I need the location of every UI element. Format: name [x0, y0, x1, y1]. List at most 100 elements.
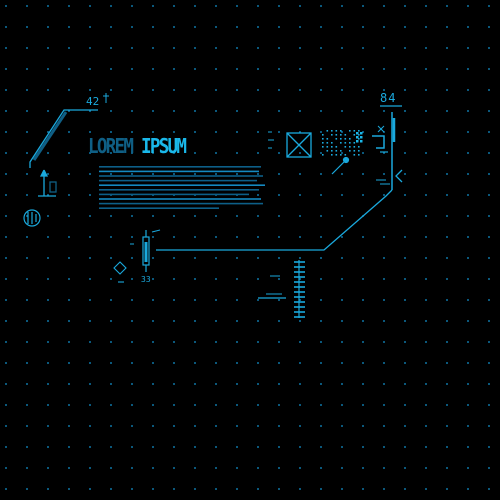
grid-dot — [5, 68, 7, 70]
grid-dot — [152, 215, 154, 217]
grid-dot — [26, 110, 28, 112]
grid-dot — [194, 131, 196, 133]
grid-dot — [47, 362, 49, 364]
matrix-block — [356, 140, 359, 143]
grid-dot — [236, 5, 238, 7]
grid-dot — [404, 278, 406, 280]
circle-gauge-icon — [23, 209, 41, 227]
matrix-dot — [358, 134, 360, 136]
grid-dot — [467, 299, 469, 301]
grid-dot — [215, 341, 217, 343]
grid-dot — [467, 47, 469, 49]
left-small-box — [49, 181, 57, 193]
grid-dot — [215, 47, 217, 49]
grid-dot — [320, 152, 322, 154]
grid-dot — [320, 215, 322, 217]
grid-dot — [299, 173, 301, 175]
left-bracket-line — [29, 109, 98, 168]
grid-dot — [299, 131, 301, 133]
grid-dot — [362, 152, 364, 154]
grid-dot — [173, 404, 175, 406]
grid-dot — [257, 257, 259, 259]
grid-dot — [236, 446, 238, 448]
matrix-dot — [353, 142, 356, 144]
matrix-block — [360, 136, 363, 139]
grid-dot — [5, 236, 7, 238]
grid-dot — [236, 404, 238, 406]
grid-dot — [362, 362, 364, 364]
grid-dot — [299, 488, 301, 490]
grid-dot — [299, 446, 301, 448]
grid-dot — [425, 404, 427, 406]
matrix-dot — [340, 130, 342, 132]
grid-dot — [278, 488, 280, 490]
grid-dot — [26, 26, 28, 28]
grid-dot — [215, 425, 217, 427]
grid-dot — [5, 341, 7, 343]
grid-dot — [383, 68, 385, 70]
grid-dot — [299, 362, 301, 364]
grid-dot — [215, 404, 217, 406]
grid-dot — [404, 5, 406, 7]
grid-dot — [257, 467, 259, 469]
grid-dot — [467, 488, 469, 490]
grid-dot — [278, 236, 280, 238]
grid-dot — [89, 26, 91, 28]
dot-matrix — [322, 130, 363, 156]
grid-dot — [215, 488, 217, 490]
grid-dot — [320, 278, 322, 280]
grid-dot — [5, 488, 7, 490]
text-line — [99, 202, 263, 205]
grid-dot — [47, 26, 49, 28]
grid-dot — [68, 152, 70, 154]
grid-dot — [26, 257, 28, 259]
grid-dot — [320, 131, 322, 133]
grid-dot — [110, 131, 112, 133]
grid-dot — [68, 278, 70, 280]
grid-dot — [194, 257, 196, 259]
grid-dot — [194, 467, 196, 469]
grid-dot — [236, 131, 238, 133]
grid-dot — [5, 26, 7, 28]
grid-dot — [236, 362, 238, 364]
title-word-1: LOREM — [88, 134, 134, 158]
grid-dot — [89, 404, 91, 406]
bracket-glyph-icon — [372, 135, 385, 149]
grid-dot — [341, 173, 343, 175]
left-bracket — [29, 93, 109, 197]
grid-dot — [383, 236, 385, 238]
grid-dot — [446, 194, 448, 196]
matrix-dot — [349, 142, 351, 144]
grid-dot — [215, 383, 217, 385]
grid-dot — [152, 446, 154, 448]
grid-dot — [131, 278, 133, 280]
ladder-scale — [258, 260, 305, 318]
grid-dot — [236, 257, 238, 259]
grid-dot — [257, 425, 259, 427]
matrix-dot — [358, 154, 360, 156]
grid-dot — [467, 278, 469, 280]
grid-dot — [341, 26, 343, 28]
grid-dot — [425, 278, 427, 280]
grid-dot — [278, 404, 280, 406]
grid-dot — [341, 278, 343, 280]
grid-dot — [5, 446, 7, 448]
grid-dot — [26, 131, 28, 133]
grid-dot — [404, 404, 406, 406]
grid-dot — [5, 425, 7, 427]
grid-dot — [383, 425, 385, 427]
gauge-fill — [144, 242, 148, 262]
text-line — [99, 179, 257, 182]
grid-dot — [89, 467, 91, 469]
grid-dot — [383, 173, 385, 175]
grid-dot — [215, 299, 217, 301]
grid-dot — [383, 194, 385, 196]
grid-dot — [341, 215, 343, 217]
grid-dot — [173, 110, 175, 112]
grid-dot — [488, 131, 490, 133]
grid-dot — [425, 236, 427, 238]
grid-dot — [362, 194, 364, 196]
grid-dot — [362, 131, 364, 133]
readout-gauge: 33 — [141, 275, 151, 284]
matrix-dot — [322, 138, 324, 140]
